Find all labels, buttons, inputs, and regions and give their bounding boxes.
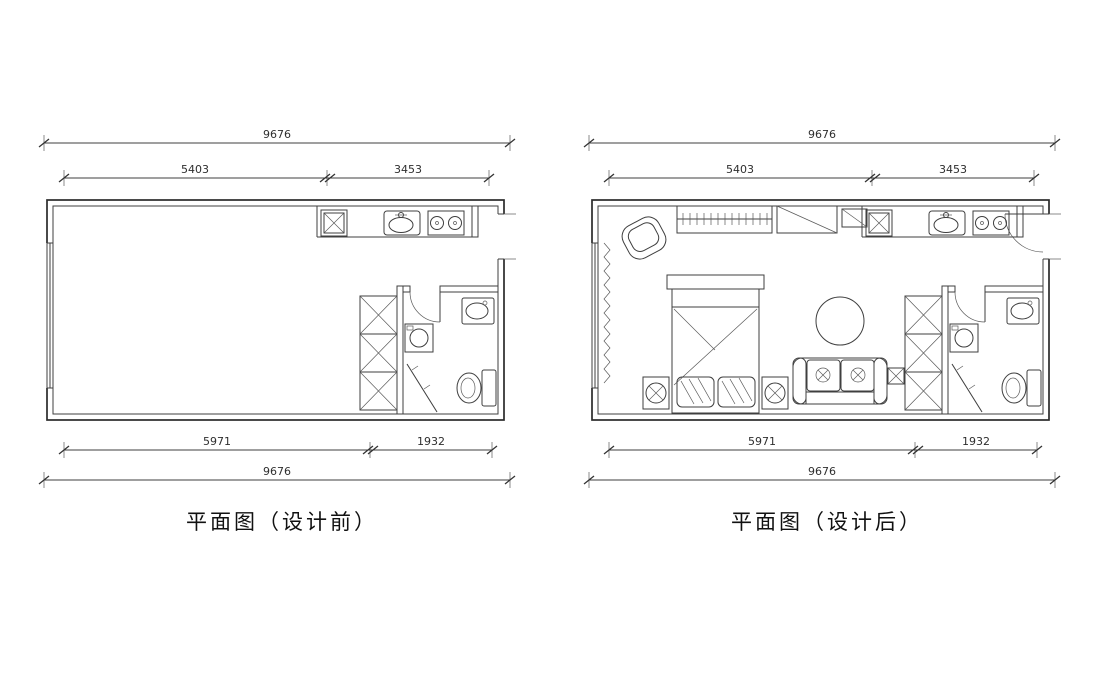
kitchen-cooktop <box>427 210 465 236</box>
pillows <box>676 376 756 408</box>
bathroom-sink <box>1006 297 1040 325</box>
kitchen-sink <box>928 210 966 236</box>
dim-top-total: 9676 <box>38 128 516 151</box>
kitchen-counter <box>316 205 479 238</box>
window <box>46 242 54 389</box>
washing-machine <box>949 323 979 353</box>
sofa <box>792 357 888 405</box>
bathroom-walls <box>396 285 499 415</box>
armchair <box>621 216 667 260</box>
dim-label-bottom-right: 1932 <box>417 435 445 448</box>
toilet <box>456 369 497 407</box>
dim-top-total: 9676 <box>583 128 1061 151</box>
dim-bottom-split: 5971 1932 <box>58 435 498 458</box>
dim-label-top-left: 5403 <box>726 163 754 176</box>
floor-plan-after-drawing: 9676 5403 3453 <box>583 128 1061 488</box>
nightstand-right <box>761 376 789 410</box>
caption-before: 平面图（设计前） <box>186 510 378 534</box>
dim-top-split: 5403 3453 <box>58 163 495 186</box>
bed <box>666 274 765 414</box>
exterior-walls <box>46 199 516 421</box>
entry-door <box>1004 213 1044 253</box>
dim-bottom-split: 5971 1932 <box>603 435 1043 458</box>
wardrobe-column <box>904 295 943 411</box>
washing-machine <box>404 323 434 353</box>
dim-top-split: 5403 3453 <box>603 163 1040 186</box>
dim-label-top-total: 9676 <box>808 128 836 141</box>
kitchen-cooktop <box>972 210 1010 236</box>
shower-partition <box>951 363 983 413</box>
wardrobe-hanging <box>676 205 773 234</box>
dim-bottom-total: 9676 <box>583 465 1061 488</box>
dim-label-top-total: 9676 <box>263 128 291 141</box>
dim-label-bottom-total: 9676 <box>808 465 836 478</box>
kitchen-sink <box>383 210 421 236</box>
cabinet-small <box>841 208 868 228</box>
caption-after: 平面图（设计后） <box>731 510 923 534</box>
dim-label-top-left: 5403 <box>181 163 209 176</box>
floor-plan-before: 9676 5403 3453 <box>32 118 532 536</box>
dim-bottom-total: 9676 <box>38 465 516 488</box>
dim-label-top-right: 3453 <box>394 163 422 176</box>
bathroom-sink <box>461 297 495 325</box>
dim-label-bottom-left: 5971 <box>748 435 776 448</box>
shower-partition <box>406 363 438 413</box>
dim-label-top-right: 3453 <box>939 163 967 176</box>
dim-label-bottom-right: 1932 <box>962 435 990 448</box>
bathroom-door <box>409 291 441 323</box>
window <box>591 242 599 389</box>
bathroom-walls <box>941 285 1044 415</box>
wardrobe-column <box>359 295 398 411</box>
dim-label-bottom-left: 5971 <box>203 435 231 448</box>
nightstand-left <box>642 376 670 410</box>
toilet <box>1001 369 1042 407</box>
bathroom-door <box>954 291 986 323</box>
curtain-symbol <box>603 242 611 384</box>
round-table <box>815 296 865 346</box>
kitchen-counter <box>861 205 1024 238</box>
kitchen-stove-cabinet <box>320 209 348 237</box>
kitchen-stove-cabinet <box>865 209 893 237</box>
floor-plan-after: 9676 5403 3453 <box>577 118 1077 536</box>
side-table <box>887 367 905 385</box>
floor-plan-before-drawing: 9676 5403 3453 <box>38 128 516 488</box>
wardrobe-shelf <box>776 205 838 234</box>
dim-label-bottom-total: 9676 <box>263 465 291 478</box>
